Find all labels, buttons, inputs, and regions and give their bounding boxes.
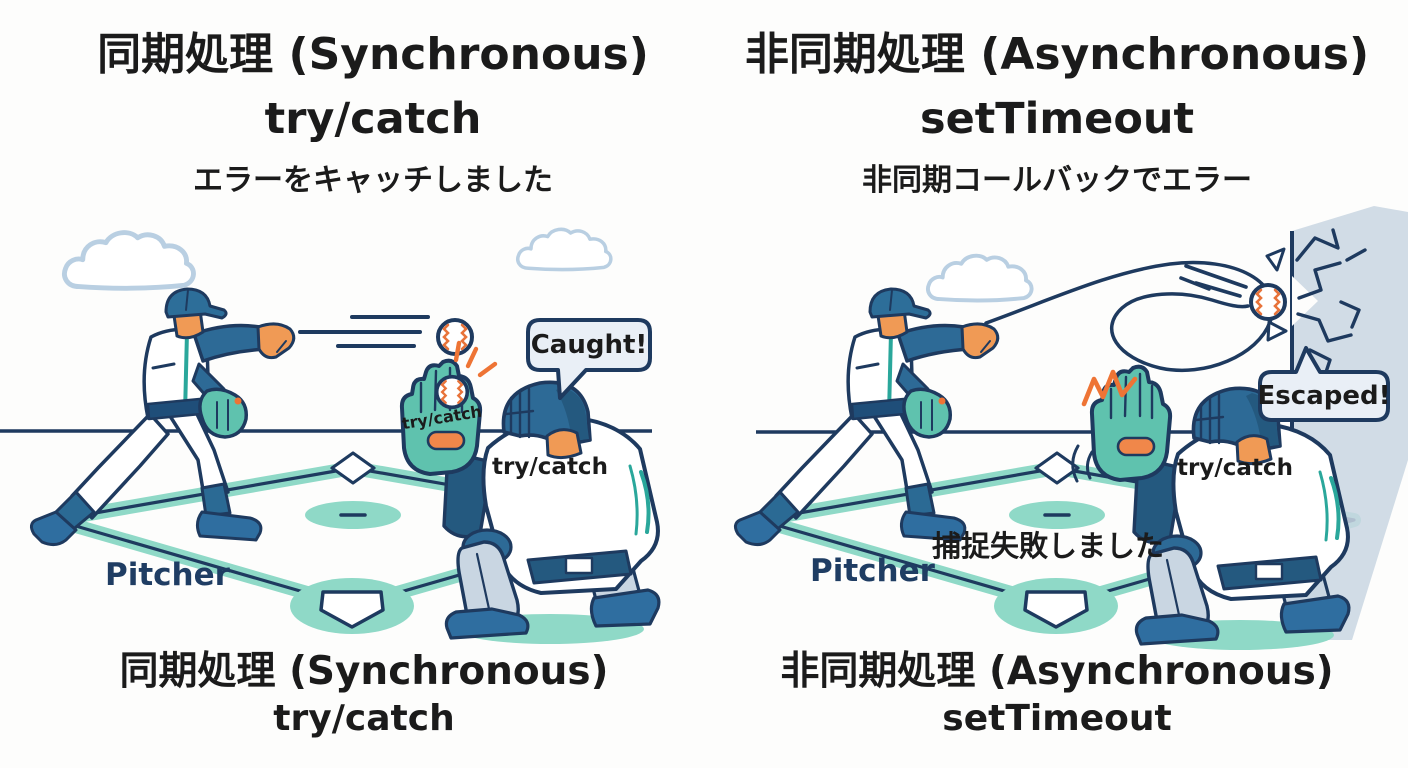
- speech-bubble-caught: [526, 318, 652, 400]
- left-jersey-label: try/catch: [492, 454, 608, 480]
- wall-cracks: [1295, 228, 1367, 380]
- speech-bubble-escaped: [1258, 346, 1390, 422]
- ball-trajectory-curve: [984, 260, 1275, 373]
- left-title-code: try/catch: [264, 94, 482, 144]
- glove-motion-arcs: [1071, 444, 1094, 483]
- baseball-icon: [436, 318, 474, 356]
- right-caption-code: setTimeout: [942, 698, 1172, 739]
- impact-sparks: [453, 340, 498, 378]
- left-title-jp: 同期処理 (Synchronous): [97, 29, 649, 80]
- miss-burst: [1081, 369, 1138, 407]
- impact-shards: [1265, 247, 1288, 342]
- right-caption-jp: 非同期処理 (Asynchronous): [780, 649, 1334, 694]
- speed-lines: [1179, 264, 1248, 298]
- right-title-jp: 非同期処理 (Asynchronous): [744, 29, 1370, 80]
- right-jersey-label: try/catch: [1177, 455, 1293, 481]
- catch-failed-label: 捕捉失敗しました: [931, 529, 1165, 563]
- caught-bubble-label: Caught!: [530, 330, 648, 360]
- right-subtitle: 非同期コールバックでエラー: [862, 163, 1252, 198]
- escaped-bubble-label: Escaped!: [1257, 381, 1391, 411]
- cloud-icon: [64, 233, 193, 289]
- baseball-icon: [1249, 283, 1287, 321]
- speed-lines: [298, 315, 430, 348]
- left-caption-jp: 同期処理 (Synchronous): [119, 649, 609, 694]
- baseball-in-glove-icon: [434, 374, 470, 410]
- right-title-code: setTimeout: [919, 94, 1195, 144]
- left-subtitle: エラーをキャッチしました: [193, 163, 553, 198]
- cloud-icon: [516, 227, 613, 272]
- left-pitcher-label: Pitcher: [105, 557, 230, 593]
- right-pitcher-label: Pitcher: [810, 553, 935, 589]
- left-caption-code: try/catch: [273, 698, 455, 739]
- cloud-icon: [926, 253, 1034, 303]
